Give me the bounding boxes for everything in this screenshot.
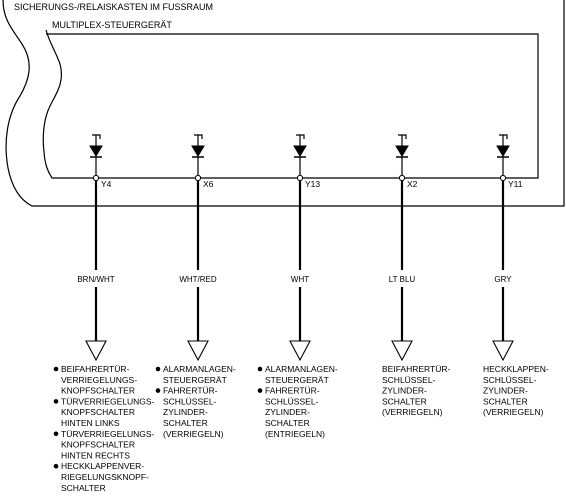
destination-text: HECKKLAPPENVER- [61, 461, 144, 471]
destination-arrow [187, 340, 209, 362]
destination-text: ZYLINDER- [265, 407, 310, 417]
pin-group-y4: Y4BRN/WHTBEIFAHRERTÜR-VERRIEGELUNGS-KNOP… [53, 134, 155, 493]
destination-text: ZYLINDER- [382, 386, 427, 396]
bullet-dot [53, 366, 59, 372]
diode-triangle [191, 145, 205, 157]
destination-text: STEUERGERÄT [163, 375, 227, 385]
destination-text: ALARMANLAGEN- [163, 364, 236, 374]
destination-text: ALARMANLAGEN- [265, 364, 338, 374]
destination-text: SCHLÜSSEL- [163, 396, 217, 406]
diode-triangle [293, 145, 307, 157]
driver-symbol [296, 134, 305, 139]
destination-text: HINTEN LINKS [61, 418, 120, 428]
multiplex-unit-label: MULTIPLEX-STEUERGERÄT [52, 20, 172, 30]
pin-label: X6 [203, 179, 214, 189]
bullet-dot [257, 366, 263, 372]
destination-text: SCHLÜSSEL- [382, 375, 436, 385]
destination-text: KNOPFSCHALTER [61, 386, 135, 396]
pin-label: Y13 [305, 179, 320, 189]
bullet-dot [155, 388, 161, 393]
destination-text: (VERRIEGELN) [483, 407, 544, 417]
destination-text: SCHALTER [382, 396, 427, 406]
connector-terminal [499, 174, 507, 182]
destination-text: SCHALTER [265, 418, 310, 428]
wire-color-label: GRY [494, 275, 512, 284]
connector-terminal [194, 174, 202, 182]
diode-triangle [89, 145, 103, 157]
bullet-dot [53, 399, 59, 404]
wire-color-label: WHT [291, 275, 309, 284]
destination-arrow [85, 340, 107, 362]
destination-text: SCHALTER [483, 396, 528, 406]
fuse-relay-box-outline [2, 0, 565, 207]
wire-color-label: LT BLU [389, 275, 416, 284]
bullet-dot [53, 463, 59, 469]
destination-text: SCHALTER [61, 483, 106, 493]
destination-text: FAHRERTÜR- [265, 386, 320, 396]
destination-text: (VERRIEGELN) [382, 407, 443, 417]
connector-terminal [398, 174, 406, 182]
connector-terminal [296, 174, 304, 182]
pin-label: Y4 [101, 179, 112, 189]
destination-text: TÜRVERRIEGELUNGS- [61, 396, 155, 406]
diode-triangle [395, 145, 409, 157]
destination-text: TÜRVERRIEGELUNGS- [61, 429, 155, 439]
destination-text: ZYLINDER- [483, 386, 528, 396]
pin-group-x2: X2 LT BLU BEIFAHRERTÜR-SCHLÜSSEL-ZYLINDER-… [382, 134, 450, 417]
destination-text: SCHLÜSSEL- [483, 375, 537, 385]
pin-label: X2 [407, 179, 418, 189]
destination-text: RIEGELUNGSKNOPF- [61, 472, 149, 482]
driver-symbol [92, 134, 101, 139]
connector-terminal [92, 174, 100, 182]
pin-label: Y11 [508, 179, 523, 189]
destination-text: (VERRIEGELN) [163, 429, 224, 439]
destination-text: SCHALTER [163, 418, 208, 428]
destination-arrow [492, 340, 514, 362]
destination-text: KNOPFSCHALTER [61, 440, 135, 450]
diode-triangle [496, 145, 510, 157]
bullet-dot [53, 431, 59, 437]
destination-text: KNOPFSCHALTER [61, 407, 135, 417]
destination-text: BEIFAHRERTÜR- [382, 364, 450, 374]
multiplex-unit-outline [42, 29, 539, 179]
destination-text: HINTEN RECHTS [61, 450, 130, 460]
wire-color-label: WHT/RED [179, 275, 217, 284]
destination-text: HECKKLAPPEN- [483, 364, 549, 374]
bullet-dot [155, 366, 161, 372]
fuse-relay-box-label: SICHERUNGS-/RELAISKASTEN IM FUSSRAUM [14, 2, 213, 12]
driver-symbol [398, 134, 407, 139]
driver-symbol [499, 134, 508, 139]
pins-layer: Y4BRN/WHTBEIFAHRERTÜR-VERRIEGELUNGS-KNOP… [53, 134, 549, 493]
destination-arrow [289, 340, 311, 362]
destination-text: FAHRERTÜR- [163, 386, 218, 396]
destination-text: VERRIEGELUNGS- [61, 375, 137, 385]
driver-symbol [194, 134, 203, 139]
destination-text: STEUERGERÄT [265, 375, 329, 385]
bullet-dot [257, 388, 263, 393]
destination-text: (ENTRIEGELN) [265, 429, 325, 439]
destination-text: SCHLÜSSEL- [265, 396, 319, 406]
wire-color-label: BRN/WHT [77, 275, 114, 284]
destination-arrow [391, 340, 413, 362]
destination-text: BEIFAHRERTÜR- [61, 364, 129, 374]
destination-text: ZYLINDER- [163, 407, 208, 417]
